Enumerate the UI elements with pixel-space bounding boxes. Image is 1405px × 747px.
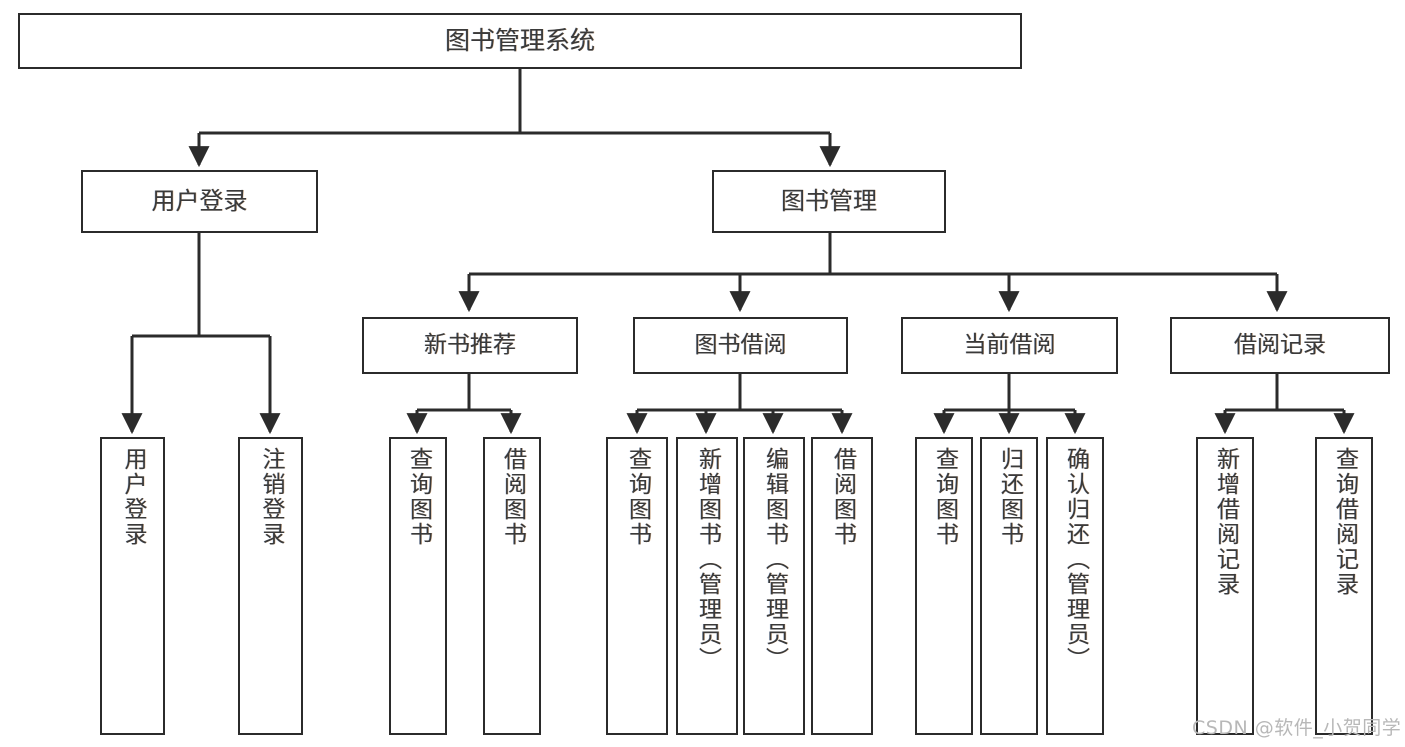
leaf-new-book-borrow[interactable]: 借阅图书: [483, 437, 541, 735]
node-user-login-label: 用户登录: [151, 187, 248, 216]
leaf-book-borrow-edit-label: 编辑图书（管理员）: [761, 447, 788, 672]
leaf-current-borrow-confirm-return[interactable]: 确认归还（管理员）: [1046, 437, 1104, 735]
node-root-label: 图书管理系统: [444, 26, 595, 56]
leaf-user-login-logout-label: 注销登录: [258, 447, 284, 547]
leaf-borrow-record-add-label: 新增借阅记录: [1212, 447, 1239, 597]
node-current-borrow[interactable]: 当前借阅: [901, 317, 1118, 374]
watermark: CSDN @软件_小贺同学: [1192, 717, 1402, 739]
leaf-book-borrow-query[interactable]: 查询图书: [606, 437, 668, 735]
leaf-book-borrow-query-label: 查询图书: [624, 447, 651, 547]
node-book-management-label: 图书管理: [781, 187, 877, 216]
leaf-current-borrow-return[interactable]: 归还图书: [980, 437, 1038, 735]
leaf-borrow-record-query-label: 查询借阅记录: [1331, 447, 1358, 597]
leaf-user-login-login-label: 用户登录: [120, 447, 146, 547]
leaf-book-borrow-borrow[interactable]: 借阅图书: [811, 437, 873, 735]
node-user-login[interactable]: 用户登录: [81, 170, 318, 233]
node-root-system[interactable]: 图书管理系统: [18, 13, 1022, 69]
node-new-book-recommend-label: 新书推荐: [424, 331, 516, 358]
leaf-book-borrow-add[interactable]: 新增图书（管理员）: [676, 437, 738, 735]
node-current-borrow-label: 当前借阅: [963, 331, 1056, 358]
leaf-new-book-query[interactable]: 查询图书: [389, 437, 447, 735]
node-book-borrow-label: 图书借阅: [694, 331, 787, 358]
leaf-current-borrow-query-label: 查询图书: [931, 447, 958, 547]
leaf-current-borrow-query[interactable]: 查询图书: [915, 437, 973, 735]
leaf-book-borrow-edit[interactable]: 编辑图书（管理员）: [743, 437, 805, 735]
leaf-new-book-query-label: 查询图书: [405, 447, 432, 547]
node-book-borrow[interactable]: 图书借阅: [633, 317, 848, 374]
leaf-book-borrow-add-label: 新增图书（管理员）: [694, 447, 721, 672]
leaf-borrow-record-query[interactable]: 查询借阅记录: [1315, 437, 1373, 735]
leaf-book-borrow-borrow-label: 借阅图书: [829, 447, 856, 547]
leaf-user-login-login[interactable]: 用户登录: [100, 437, 165, 735]
node-new-book-recommend[interactable]: 新书推荐: [362, 317, 578, 374]
leaf-borrow-record-add[interactable]: 新增借阅记录: [1196, 437, 1254, 735]
leaf-new-book-borrow-label: 借阅图书: [499, 447, 526, 547]
node-borrow-record-label: 借阅记录: [1234, 331, 1326, 358]
node-borrow-record[interactable]: 借阅记录: [1170, 317, 1390, 374]
leaf-current-borrow-return-label: 归还图书: [996, 447, 1023, 547]
leaf-user-login-logout[interactable]: 注销登录: [238, 437, 303, 735]
node-book-management[interactable]: 图书管理: [712, 170, 946, 233]
leaf-current-borrow-confirm-return-label: 确认归还（管理员）: [1062, 447, 1089, 672]
